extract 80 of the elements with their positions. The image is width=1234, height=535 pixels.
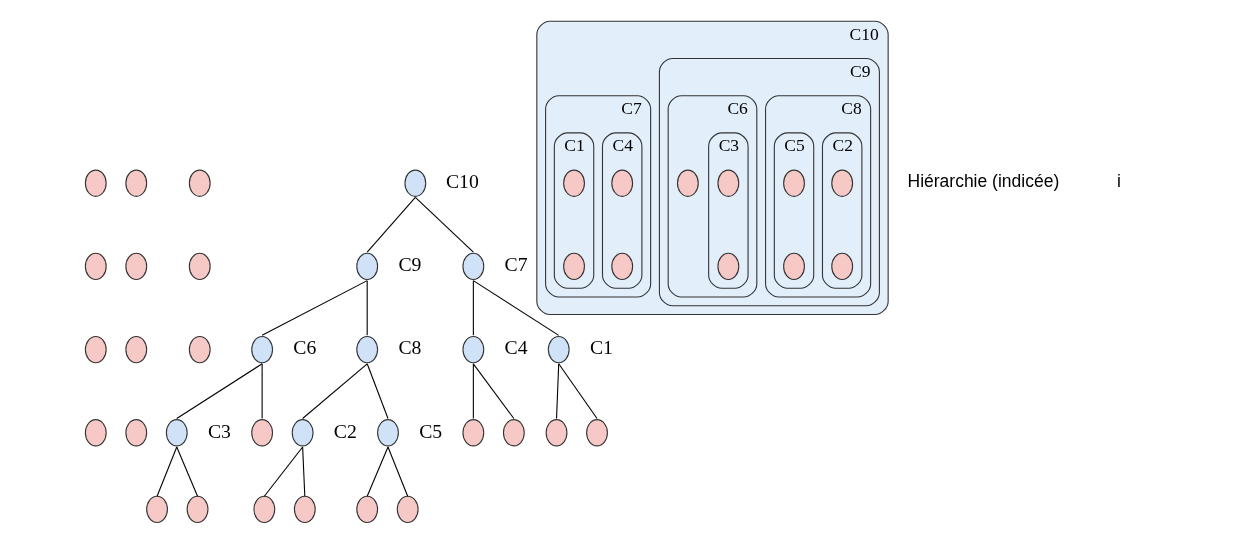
node-circle (291, 419, 314, 447)
cluster: C3 (708, 132, 749, 289)
node-circle (251, 419, 274, 447)
connector (302, 363, 368, 420)
node-circle (293, 495, 316, 524)
node-circle (831, 252, 854, 281)
node-circle (356, 495, 379, 524)
node-label: C6 (293, 336, 317, 359)
node-circle (356, 252, 379, 281)
node-circle (545, 419, 568, 447)
node-circle (125, 252, 148, 281)
node-circle (563, 252, 585, 281)
node-circle (125, 419, 148, 447)
node-circle (502, 419, 525, 447)
node-circle (146, 495, 168, 524)
cluster: C2 (821, 132, 863, 289)
connector (556, 363, 560, 420)
node-circle (783, 169, 805, 197)
node-circle (783, 252, 805, 281)
node-circle (186, 495, 209, 524)
connector (558, 363, 598, 420)
node-circle (188, 335, 211, 364)
node-label: C7 (504, 253, 528, 276)
connector (366, 363, 389, 420)
node-label: C1 (589, 336, 613, 359)
node-circle (462, 252, 485, 281)
node-circle (251, 335, 274, 364)
node-label: C5 (419, 419, 443, 442)
connector (302, 446, 306, 497)
node-circle (84, 419, 107, 447)
node-circle (462, 419, 485, 447)
node-circle (188, 169, 211, 197)
node-label: C10 (446, 170, 479, 193)
connector (472, 280, 560, 336)
node-circle (84, 169, 107, 197)
node-circle (611, 169, 634, 197)
node-circle (462, 335, 485, 364)
node-circle (717, 252, 740, 281)
node-circle (717, 169, 740, 197)
node-circle (586, 419, 608, 447)
node-circle (125, 335, 148, 364)
node-circle (404, 169, 427, 197)
connector (366, 196, 416, 253)
node-label: C3 (207, 419, 231, 442)
connector (176, 446, 199, 497)
connector (261, 363, 263, 420)
node-circle (253, 495, 276, 524)
connector (261, 280, 368, 336)
connector (156, 446, 178, 497)
node-label: C4 (504, 336, 528, 359)
node-circle (831, 169, 854, 197)
node-circle (547, 335, 570, 364)
node-circle (676, 169, 699, 197)
node-circle (84, 335, 107, 364)
cluster: C4 (601, 132, 643, 289)
connector (263, 446, 304, 497)
cluster: C5 (773, 132, 815, 289)
connector (366, 446, 389, 497)
node-label: C9 (398, 253, 422, 276)
node-circle (356, 335, 379, 364)
node-circle (611, 252, 634, 281)
node-label: C8 (398, 336, 422, 359)
node-circle (563, 169, 585, 197)
node-circle (125, 169, 148, 197)
node-circle (165, 419, 188, 447)
node-circle (396, 495, 419, 524)
connector (472, 280, 474, 336)
connector (387, 446, 409, 497)
label: Hiérarchie (indicée) (907, 171, 1060, 192)
node-circle (377, 419, 399, 447)
connector (176, 363, 263, 420)
node-circle (188, 252, 211, 281)
node-circle (84, 252, 107, 281)
connector (414, 196, 474, 253)
connector (366, 280, 368, 336)
label: i (1117, 171, 1122, 192)
connector (472, 363, 515, 420)
node-label: C2 (333, 419, 357, 442)
cluster: C1 (553, 132, 595, 289)
connector (472, 363, 474, 420)
